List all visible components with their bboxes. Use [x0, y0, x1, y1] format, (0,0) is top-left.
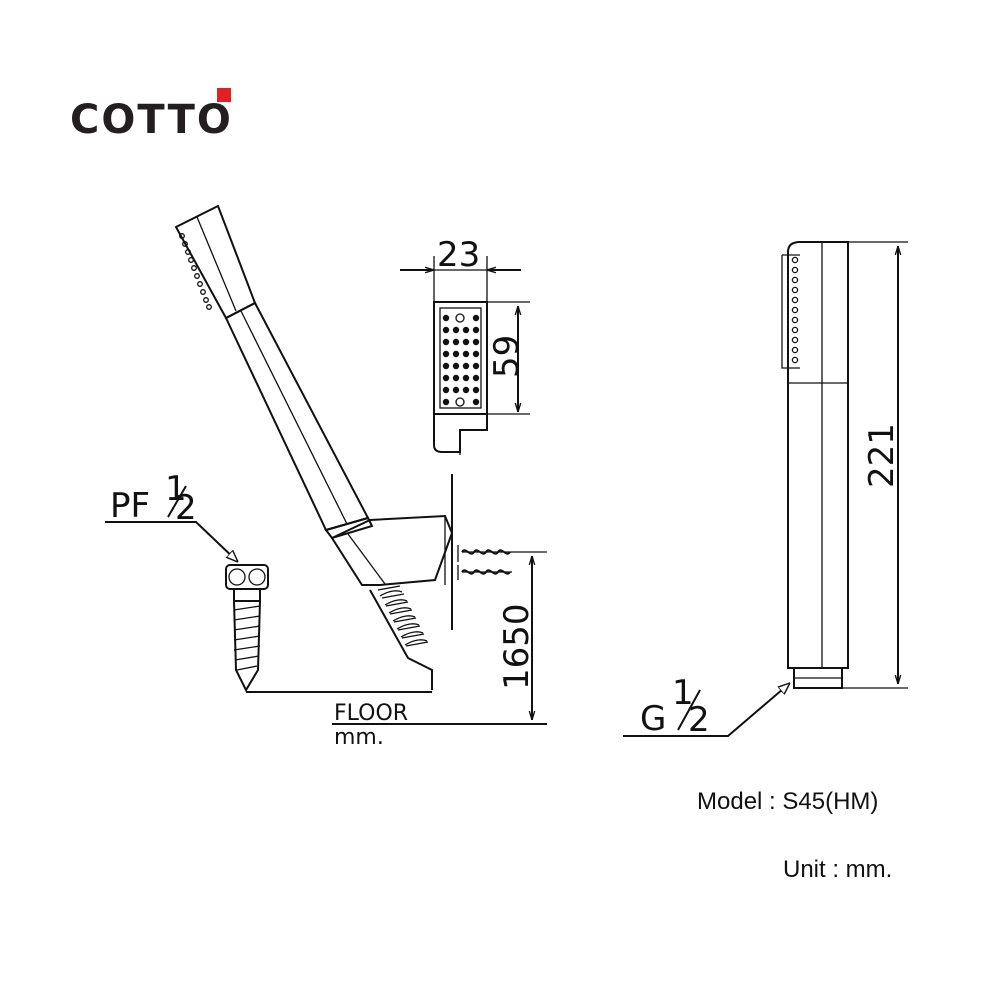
nozzle-dot	[462, 350, 470, 358]
nozzle-dot	[462, 338, 470, 346]
nozzle-dot	[462, 362, 470, 370]
brand-logo: COTTO	[70, 88, 233, 143]
pf-label: PF 1 2	[105, 469, 238, 562]
nozzle-dot	[472, 362, 480, 370]
g-fraction-top: 1	[672, 673, 694, 713]
nozzle-dot	[462, 374, 470, 382]
pf-prefix: PF	[110, 486, 150, 526]
nozzle-dot	[472, 374, 480, 382]
g-fraction-bottom: 2	[688, 700, 710, 740]
floor-reference: FLOOR mm.	[332, 701, 547, 750]
total-length-value: 221	[862, 423, 902, 488]
head-detail-view: 23 59	[400, 235, 530, 455]
model-label: Model : S45(HM)	[697, 788, 879, 815]
height-value: 1650	[497, 603, 537, 690]
floor-label: FLOOR	[334, 701, 408, 726]
nozzle-dot	[442, 338, 450, 346]
g-label: G 1 2	[623, 673, 790, 740]
head-face	[433, 301, 488, 415]
width-value: 23	[437, 235, 480, 275]
wall-holder	[330, 474, 454, 630]
head-length-dimension: 59	[487, 301, 530, 415]
nozzle-dot	[462, 386, 470, 394]
hose-connector	[225, 564, 269, 693]
wall-anchors	[457, 545, 512, 580]
side-view: PF 1 2 FLOOR mm. 1650	[105, 204, 547, 750]
nozzle-ring	[455, 313, 465, 323]
spray-nozzles	[179, 233, 212, 310]
nozzle-dot	[442, 386, 450, 394]
nozzle-dot	[472, 338, 480, 346]
handset-body	[174, 204, 374, 540]
head-length-value: 59	[487, 335, 527, 378]
unit-label: Unit : mm.	[783, 856, 893, 883]
nozzle-dot	[442, 326, 450, 334]
brand-name: COTTO	[70, 97, 233, 143]
nozzle-dot	[472, 386, 480, 394]
height-dimension: 1650	[497, 551, 547, 720]
nozzle-dot	[442, 398, 450, 406]
nozzle-ring	[455, 397, 465, 407]
nozzle-grid	[442, 313, 480, 407]
total-length-dimension: 221	[842, 241, 908, 689]
width-dimension: 23	[400, 235, 521, 302]
nozzle-dot	[472, 326, 480, 334]
nozzle-dot	[442, 362, 450, 370]
nozzle-dot	[442, 350, 450, 358]
nozzle-dot	[472, 350, 480, 358]
brand-accent-square	[217, 88, 231, 102]
front-spray-nozzles	[781, 254, 800, 369]
nozzle-dot	[462, 326, 470, 334]
nozzle-dot	[452, 326, 460, 334]
pf-fraction-top: 1	[165, 469, 187, 509]
nozzle-dot	[452, 350, 460, 358]
nozzle-dot	[452, 386, 460, 394]
front-view: 221 G 1 2	[623, 241, 908, 740]
nozzle-dot	[452, 362, 460, 370]
hose-coil	[369, 585, 433, 690]
nozzle-dot	[442, 374, 450, 382]
floor-unit: mm.	[334, 725, 384, 750]
nozzle-dot	[472, 398, 480, 406]
nozzle-dot	[472, 314, 480, 322]
pf-fraction-bottom: 2	[175, 488, 197, 528]
nozzle-dot	[452, 338, 460, 346]
nozzle-dot	[452, 374, 460, 382]
g-prefix: G	[640, 699, 666, 739]
nozzle-dot	[442, 314, 450, 322]
